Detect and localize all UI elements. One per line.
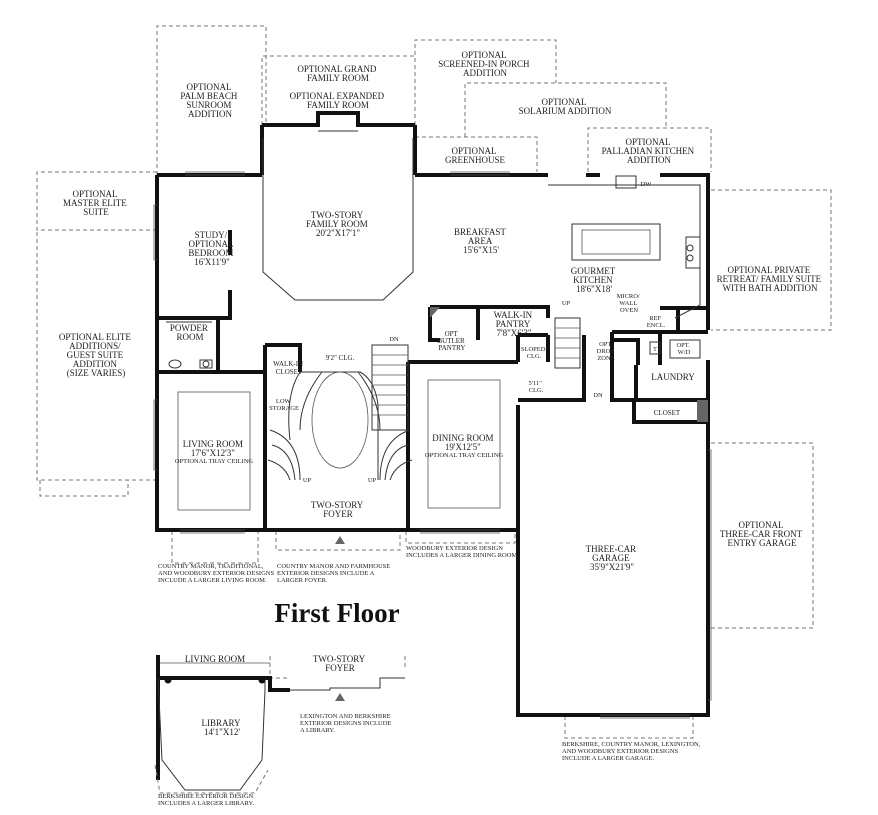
- palm-beach-label: OPTIONAL PALM BEACH SUNROOM ADDITION: [180, 82, 239, 119]
- kitchen-label: GOURMET KITCHEN 18'6"X18': [571, 266, 618, 294]
- interior-walls: [157, 130, 708, 530]
- study-label: STUDY/ OPTIONAL BEDROOM 16'X11'9": [188, 230, 235, 267]
- berkshire-note: BERKSHIRE EXTERIOR DESIGN INCLUDES A LAR…: [158, 793, 255, 807]
- stair-dn-garage-label: DN: [593, 392, 603, 399]
- library-inset: LIVING ROOM TWO-STORY FOYER LIBRARY 14'1…: [154, 654, 405, 794]
- inset-foyer-label: TWO-STORY FOYER: [313, 654, 367, 673]
- stair-up-kitchen-label: UP: [562, 300, 571, 307]
- dw-label: DW: [641, 181, 653, 188]
- closet-label: CLOSET: [654, 409, 681, 417]
- master-elite-label: OPTIONAL MASTER ELITE SUITE: [63, 189, 129, 217]
- inset-library-label: LIBRARY 14'1"X12': [202, 718, 243, 737]
- ref-encl-label: REF ENCL.: [647, 315, 666, 329]
- powder-room-label: POWDER ROOM: [170, 323, 210, 342]
- grand-family-label: OPTIONAL GRAND FAMILY ROOM: [297, 64, 378, 83]
- tray-ceilings: [177, 379, 501, 511]
- stair-up-right-label: UP: [368, 477, 377, 484]
- living-note: COUNTRY MANOR, TRADITIONAL, AND WOODBURY…: [158, 563, 276, 584]
- library-note: LEXINGTON AND BERKSHIRE EXTERIOR DESIGNS…: [300, 713, 393, 734]
- greenhouse-label: OPTIONAL GREENHOUSE: [445, 146, 506, 165]
- stair-up-left-label: UP: [303, 477, 312, 484]
- butler-pantry-label: OPT BUTLER PANTRY: [438, 330, 467, 352]
- windows: [153, 171, 712, 719]
- stair-dn-label: DN: [389, 336, 399, 343]
- ceiling-label: 9'2" CLG.: [326, 354, 355, 362]
- dining-room-label: DINING ROOM 19'X12'5" OPTIONAL TRAY CEIL…: [425, 433, 504, 459]
- living-room-label: LIVING ROOM 17'6"X12'3" OPTIONAL TRAY CE…: [175, 439, 254, 465]
- three-car-front-label: OPTIONAL THREE-CAR FRONT ENTRY GARAGE: [720, 520, 804, 548]
- pantry-label: WALK-IN PANTRY 7'8"X6'3": [494, 310, 535, 338]
- elite-additions-label: OPTIONAL ELITE ADDITIONS/ GUEST SUITE AD…: [59, 332, 133, 378]
- laundry-label: LAUNDRY: [651, 372, 695, 382]
- micro-oven-label: MICRO/ WALL OVEN: [617, 293, 642, 314]
- palladian-label: OPTIONAL PALLADIAN KITCHEN ADDITION: [602, 137, 697, 165]
- wd-label: OPT. W/D: [676, 342, 691, 356]
- screened-porch-label: OPTIONAL SCREENED-IN PORCH ADDITION: [438, 50, 532, 78]
- sloped-clg-label: SLOPED CLG.: [521, 346, 547, 360]
- t-label: T: [653, 346, 657, 353]
- low-storage-label: LOW STORAGE: [269, 398, 299, 412]
- foyer-label: TWO-STORY FOYER: [311, 500, 365, 519]
- labels: OPTIONAL PALM BEACH SUNROOM ADDITION OPT…: [59, 50, 824, 807]
- private-retreat-label: OPTIONAL PRIVATE RETREAT/ FAMILY SUITE W…: [717, 265, 824, 293]
- foyer-stairs: [267, 317, 581, 544]
- dining-note: WOODBURY EXTERIOR DESIGN INCLUDES A LARG…: [406, 545, 519, 559]
- foyer-note: COUNTRY MANOR AND FARMHOUSE EXTERIOR DES…: [277, 563, 392, 584]
- walk-in-closet-label: WALK-IN CLOSET: [273, 360, 305, 376]
- breakfast-label: BREAKFAST AREA 15'6"X15': [454, 227, 508, 255]
- floor-title: First Floor: [274, 598, 399, 628]
- garage-label: THREE-CAR GARAGE 35'9"X21'9": [586, 544, 639, 572]
- fixtures: [168, 244, 701, 369]
- inset-living-label: LIVING ROOM: [185, 654, 245, 664]
- family-room-label: TWO-STORY FAMILY ROOM 20'2"X17'1": [306, 210, 370, 238]
- exterior-walls: [155, 111, 710, 717]
- expanded-family-label: OPTIONAL EXPANDED FAMILY ROOM: [290, 91, 387, 110]
- drop-zone-label: OPT DROP ZONE: [597, 341, 616, 362]
- solarium-label: OPTIONAL SOLARIUM ADDITION: [519, 97, 612, 116]
- garage-note: BERKSHIRE, COUNTRY MANOR, LEXINGTON, AND…: [562, 741, 702, 762]
- clg-511-label: 5'11" CLG.: [529, 380, 544, 394]
